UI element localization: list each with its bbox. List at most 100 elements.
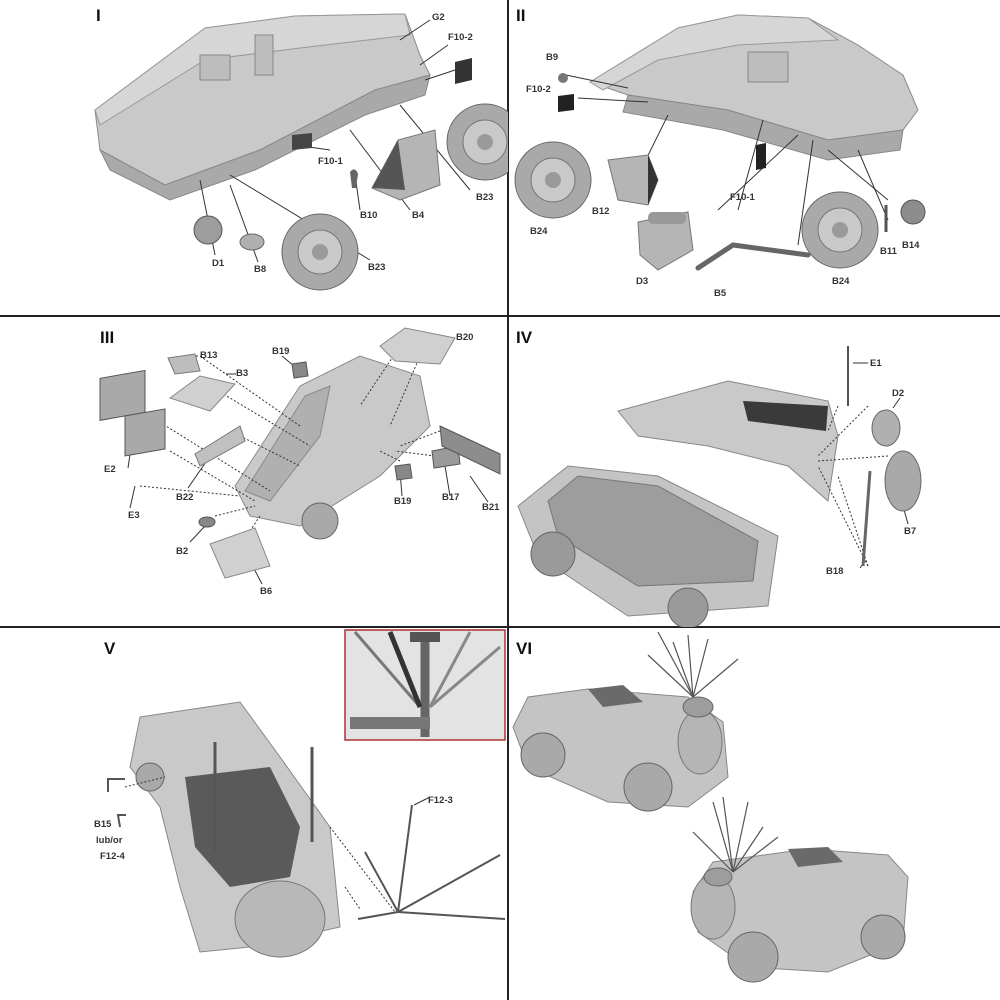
part-b20 [379,327,456,365]
label-e2: E2 [104,464,116,475]
label-f10-2: F10-2 [448,32,473,43]
step-4-illustration [517,346,922,627]
label-b2: B2 [176,546,189,557]
label-b20: B20 [456,332,474,343]
step-number-3: III [100,328,115,347]
part-e3 [124,408,166,457]
part-f10-1-plate [756,143,766,170]
part-f10-1-plate [292,133,312,150]
hull-side-panel [589,14,840,91]
part-d2 [871,409,901,447]
panel-step-3: III B13 B3 B19 B20 E2 E3 B22 B19 B17 B21… [0,316,508,627]
label-d1: D1 [212,258,225,269]
label-b13: B13 [200,350,218,361]
label-b6: B6 [260,586,273,597]
step-2-illustration [514,14,926,271]
step-3-illustration [99,327,501,585]
part-b18 [861,470,872,567]
label-b15: B15 [94,819,112,830]
panel-step-1: I G2 F10-2 F10-1 B10 B4 B23 B23 D1 B8 [0,0,508,316]
step-number-1: I [96,6,101,25]
dotted-guide-lines [817,405,889,567]
label-f10-1: F10-1 [318,156,343,167]
part-b14 [900,199,926,225]
label-b24-1: B24 [530,226,548,237]
detail-inset-content [350,631,501,737]
label-b8: B8 [254,264,267,275]
part-d3-cylinder [648,212,686,224]
part-b15 [107,778,125,792]
step-5-illustration [107,629,506,958]
completed-vehicle-front-view [690,796,909,983]
label-b17: B17 [442,492,460,503]
hull-door [254,34,274,76]
label-b12: B12 [592,206,610,217]
part-f12-3 [357,804,506,920]
hull-lower-edge [98,74,431,201]
label-b19-2: B19 [394,496,412,507]
part-b22 [194,425,246,467]
part-b21 [439,425,501,475]
label-b5: B5 [714,288,727,299]
hull-tool-rack [747,51,789,83]
step-number-5: V [104,639,116,658]
wheel-center [832,222,848,238]
wheel-center [545,172,561,188]
part-b9 [558,73,568,83]
dotted-guide-lines [124,776,396,913]
spare-wheel [234,880,326,958]
label-f10-2: F10-2 [526,84,551,95]
label-e1: E1 [870,358,882,369]
step-number-4: IV [516,328,533,347]
step-number-6: VI [516,639,533,658]
part-e2 [99,369,146,421]
upper-hull-opening [743,401,828,431]
chassis-wheel-rear [667,587,709,627]
label-b19-1: B19 [272,346,290,357]
part-f10-2-plate [455,58,472,84]
part-b10 [350,169,358,188]
panel-step-4: IV E1 D2 B7 B18 [508,316,1000,627]
label-f12-4: F12-4 [100,851,125,862]
part-b5 [695,242,811,271]
step-1-illustration [94,13,508,291]
label-b4: B4 [412,210,425,221]
label-b9: B9 [546,52,559,63]
hull-hatch [199,54,231,81]
label-b7: B7 [904,526,917,537]
panel-step-5: V F12-3 B15 lub/or F12-4 [0,627,508,1000]
dotted-guide-lines [139,345,441,532]
wheel-center [312,244,328,260]
label-e3: E3 [128,510,140,521]
label-g2: G2 [432,12,445,23]
part-f12-4 [116,814,126,828]
label-b23-2: B23 [368,262,386,273]
panel-step-6: VI [508,627,1000,1000]
wheel-center [477,134,493,150]
label-d2: D2 [892,388,905,399]
panel-step-2: II B9 F10-2 B12 B24 F10-1 D3 B5 B24 B11 … [508,0,1000,316]
label-b14: B14 [902,240,920,251]
label-b3: B3 [236,368,249,379]
label-f12-3: F12-3 [428,795,453,806]
label-b10: B10 [360,210,378,221]
part-b19-2 [394,463,413,481]
label-b24-2: B24 [832,276,850,287]
part-b12-shadow [648,155,658,205]
part-b3 [168,375,236,412]
label-b18: B18 [826,566,844,577]
part-f10-2-plate [558,94,574,112]
part-b2 [198,516,216,528]
part-b7 [884,450,922,512]
chassis-floor [244,385,331,502]
step-number-2: II [516,6,526,25]
label-b11: B11 [880,246,897,257]
label-d3: D3 [636,276,649,287]
front-wheel [135,762,165,792]
leader-line-f12-3 [413,796,431,806]
part-b6 [209,527,271,579]
label-b22: B22 [176,492,194,503]
part-b13 [167,353,201,375]
